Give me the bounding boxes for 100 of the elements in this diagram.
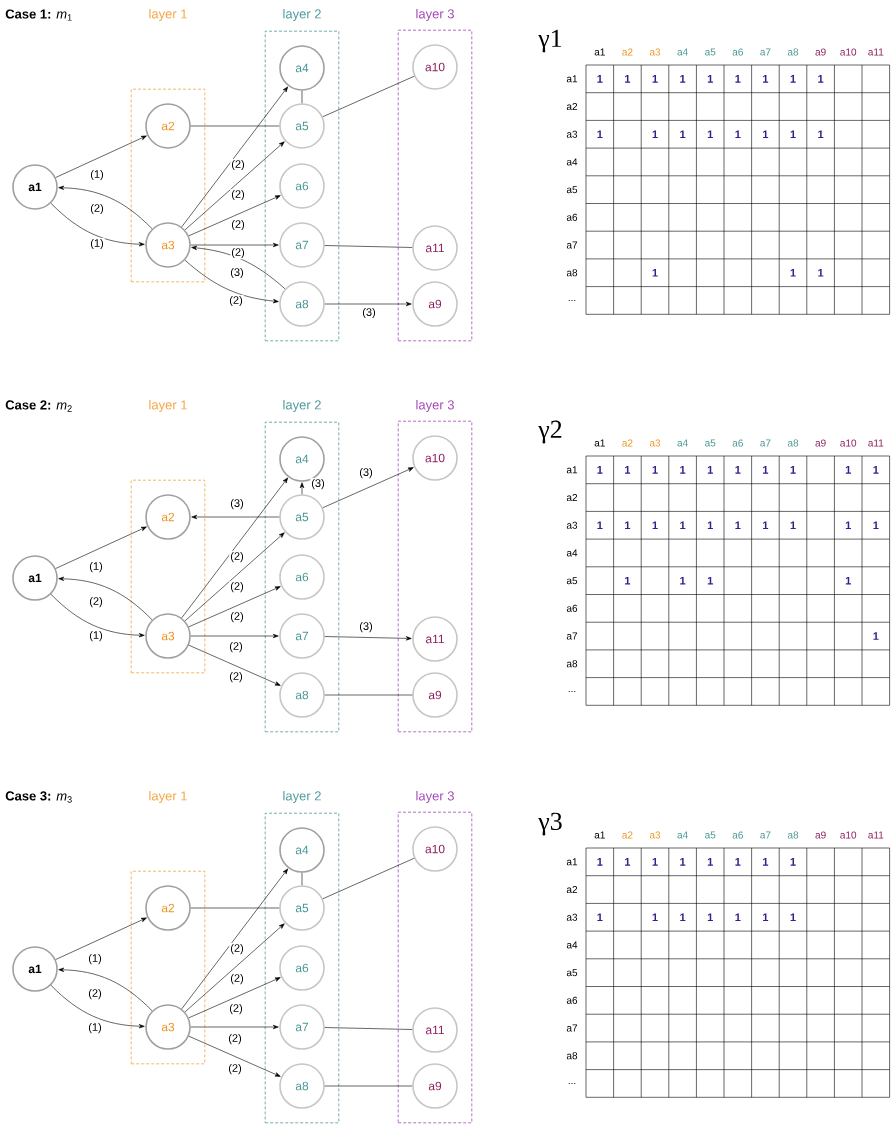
connector-line — [324, 245, 413, 248]
row-header: ... — [568, 1082, 576, 1084]
column-header: a7 — [760, 439, 771, 447]
row-header: a8 — [566, 269, 578, 277]
arrow — [299, 482, 305, 495]
column-header: a8 — [787, 48, 799, 56]
case-title: Case 2: m$_{2}$ — [5, 400, 72, 412]
arrow — [188, 586, 281, 628]
row-header: a7 — [566, 1024, 578, 1032]
arrow — [188, 977, 281, 1019]
edge-label: (2) — [229, 550, 245, 564]
row-header: a6 — [566, 996, 578, 1004]
arrow — [191, 245, 286, 290]
column-header: a3 — [649, 439, 661, 447]
arrow — [184, 141, 285, 231]
connector-line — [324, 1085, 413, 1087]
edge-label: (2) — [230, 246, 246, 260]
cell-value: 1 — [680, 858, 686, 866]
column-header: a1 — [594, 831, 605, 839]
edge-label: (3) — [229, 266, 245, 280]
cell-value: 1 — [597, 75, 603, 83]
column-header: a11 — [868, 439, 884, 447]
column-header: a11 — [868, 831, 884, 839]
layer-box — [130, 479, 206, 674]
row-header: a3 — [566, 521, 578, 529]
cell-value: 1 — [707, 521, 713, 530]
edge-label: (2) — [87, 987, 103, 1001]
edge-label: (2) — [89, 202, 105, 216]
edge-label: (2) — [230, 218, 246, 232]
cell-value: 1 — [680, 913, 686, 922]
row-header: a6 — [566, 604, 578, 612]
arrow — [188, 644, 281, 686]
row-header: a6 — [566, 213, 578, 221]
arrow — [58, 576, 153, 621]
cell-value: 1 — [707, 913, 713, 922]
arrow — [58, 185, 153, 229]
case-title: Case 3: m$_{3}$ — [5, 791, 72, 803]
layer-heading: layer 1 — [149, 790, 187, 804]
node-label: layer 3 — [416, 790, 454, 804]
arrow — [181, 868, 288, 1010]
cell-value: 1 — [735, 466, 741, 474]
connector-line — [322, 857, 415, 900]
cell-value: 1 — [763, 130, 769, 139]
cell-value: 1 — [735, 75, 741, 83]
cell-value: 1 — [707, 466, 713, 474]
cell-value: 1 — [680, 130, 686, 139]
column-header: a8 — [787, 439, 799, 447]
arrow — [55, 917, 147, 960]
cell-value: 1 — [845, 466, 851, 474]
edge-label: (3) — [358, 620, 374, 634]
edge-label: (2) — [227, 1032, 243, 1046]
cell-value: 1 — [735, 913, 741, 922]
case-title: Case 1: m$_{1}$ — [5, 9, 72, 21]
matrix-symbol: γ3 — [538, 812, 562, 836]
edge-label: (3) — [358, 466, 374, 480]
cell-value: 1 — [845, 576, 851, 585]
edge-label: (2) — [228, 1002, 244, 1016]
arrow — [190, 1024, 279, 1030]
cell-value: 1 — [597, 858, 603, 866]
cell-value: 1 — [790, 269, 796, 277]
cell-value: 1 — [790, 858, 796, 866]
column-header: a4 — [677, 439, 688, 447]
arrow — [181, 477, 288, 619]
row-header: a2 — [566, 886, 578, 894]
matrix-symbol: γ1 — [538, 29, 562, 53]
row-header: a7 — [566, 241, 578, 249]
cell-value: 1 — [845, 521, 851, 530]
column-header: a1 — [594, 48, 605, 56]
node-label: layer 3 — [416, 8, 454, 22]
row-header: a4 — [566, 158, 578, 166]
cell-value: 1 — [790, 130, 796, 139]
edge-label: (2) — [228, 670, 244, 684]
column-header: a10 — [840, 831, 857, 839]
row-header: ... — [568, 690, 576, 692]
arrow — [55, 526, 147, 569]
row-header: a8 — [566, 660, 578, 668]
cell-value: 1 — [597, 466, 603, 474]
row-header: a5 — [566, 186, 578, 194]
arrow — [191, 514, 280, 520]
edge-label: (1) — [89, 168, 105, 182]
edge-label: (2) — [230, 188, 246, 202]
column-header: a2 — [622, 48, 633, 56]
column-header: a7 — [760, 48, 771, 56]
arrow — [55, 135, 147, 178]
cell-value: 1 — [597, 130, 603, 139]
connector-line — [301, 872, 303, 886]
column-header: a11 — [868, 48, 884, 56]
row-header: a3 — [566, 130, 578, 138]
cell-value: 1 — [818, 269, 824, 277]
cell-value: 1 — [625, 576, 631, 585]
cell-value: 1 — [707, 576, 713, 585]
row-header: a5 — [566, 969, 578, 977]
row-header: a4 — [566, 941, 578, 949]
cell-value: 1 — [763, 466, 769, 474]
row-header: ... — [568, 299, 576, 301]
row-header: a2 — [566, 103, 578, 111]
cell-value: 1 — [652, 521, 658, 530]
cell-value: 1 — [625, 75, 631, 83]
column-header: a7 — [760, 831, 771, 839]
edge-label: (2) — [230, 158, 246, 172]
